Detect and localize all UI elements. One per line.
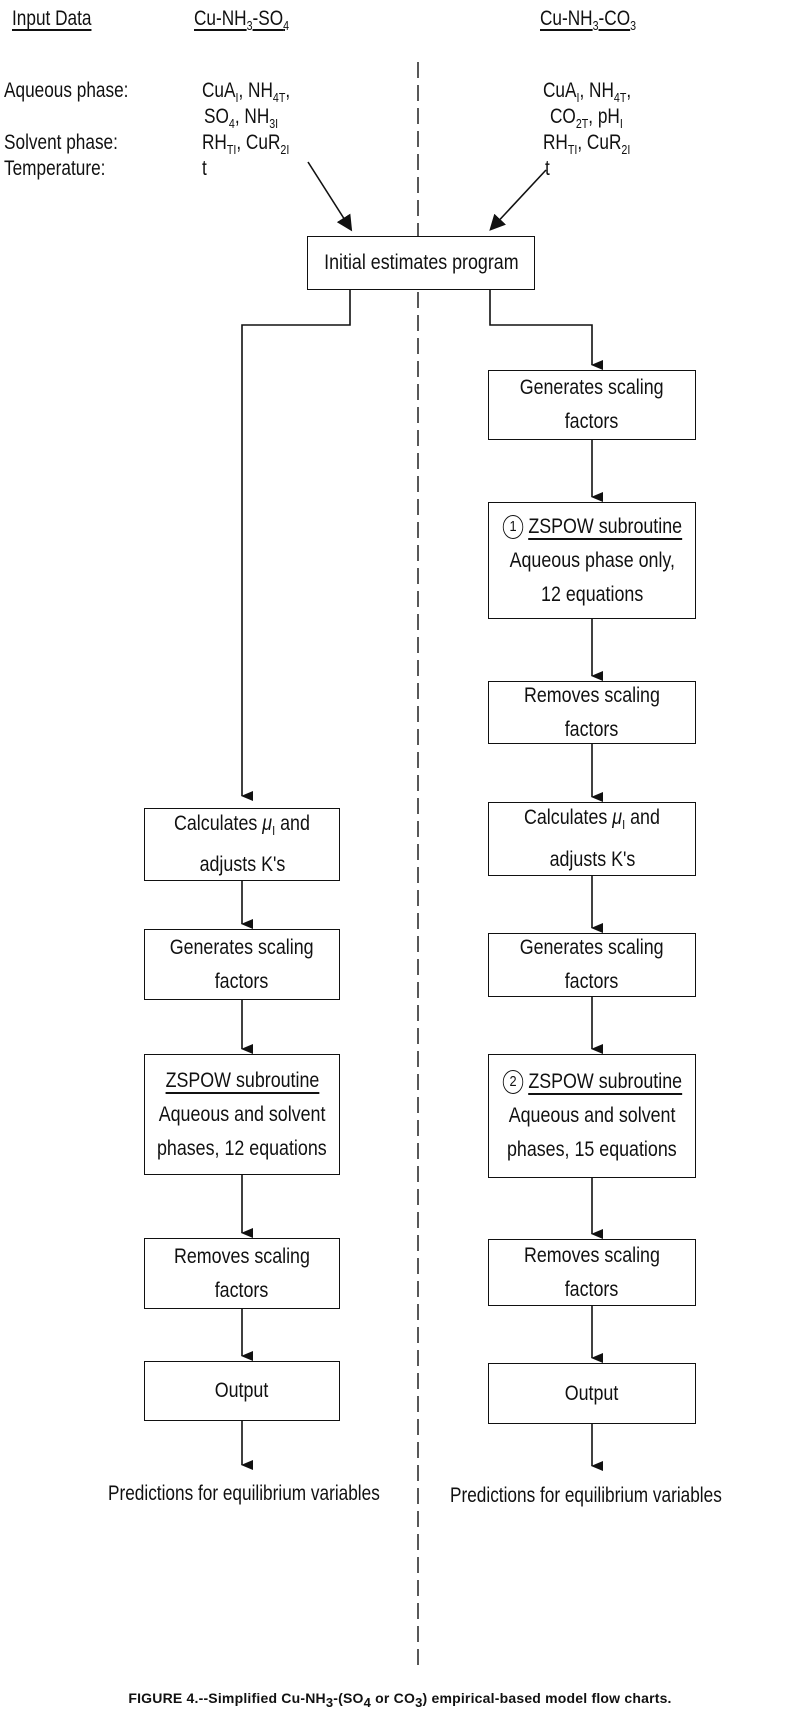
right-generates-box-2: Generates scaling factors	[488, 933, 696, 997]
left-removes-box: Removes scaling factors	[144, 1238, 340, 1309]
left-generates-box: Generates scaling factors	[144, 929, 340, 1000]
label-solvent-phase: Solvent phase:	[4, 131, 118, 154]
right-calculates-box: Calculates μI and adjusts K's	[488, 802, 696, 876]
right-calc-line-1: Calculates μI and	[524, 806, 660, 833]
initial-estimates-box: Initial estimates program	[307, 236, 535, 290]
co3-input-line-2: CO2T, pHI	[550, 105, 623, 132]
figure-caption: FIGURE 4.--Simplified Cu-NH3-(SO4 or CO3…	[128, 1690, 672, 1710]
column-title-so4: Cu-NH3-SO4	[194, 7, 290, 34]
label-aqueous-phase: Aqueous phase:	[4, 79, 129, 102]
so4-input-line-2: SO4, NH3I	[204, 105, 279, 132]
left-output-box: Output	[144, 1361, 340, 1421]
co3-input-line-3: RHTI, CuR2I	[543, 131, 631, 158]
so4-input-line-3: RHTI, CuR2I	[202, 131, 290, 158]
marker-1-icon: 1	[502, 514, 523, 539]
co3-input-line-1: CuAI, NH4T,	[543, 79, 632, 106]
right-removes-box-2: Removes scaling factors	[488, 1239, 696, 1306]
input-data-heading: Input Data	[12, 7, 92, 30]
right-generates-box-1: Generates scaling factors	[488, 370, 696, 440]
right-output-box: Output	[488, 1363, 696, 1424]
right-prediction-text: Predictions for equilibrium variables	[450, 1484, 722, 1507]
column-title-co3: Cu-NH3-CO3	[540, 7, 637, 34]
left-prediction-text: Predictions for equilibrium variables	[108, 1482, 380, 1505]
co3-input-line-4: t	[545, 157, 550, 180]
marker-2-icon: 2	[502, 1070, 523, 1095]
label-temperature: Temperature:	[4, 157, 106, 180]
so4-input-line-4: t	[202, 157, 207, 180]
so4-input-line-1: CuAI, NH4T,	[202, 79, 291, 106]
left-calculates-box: Calculates μI and adjusts K's	[144, 808, 340, 881]
left-calc-line-1: Calculates μI and	[174, 811, 310, 839]
left-zspow-box: ZSPOW subroutine Aqueous and solvent pha…	[144, 1054, 340, 1175]
right-removes-box-1: Removes scaling factors	[488, 681, 696, 744]
